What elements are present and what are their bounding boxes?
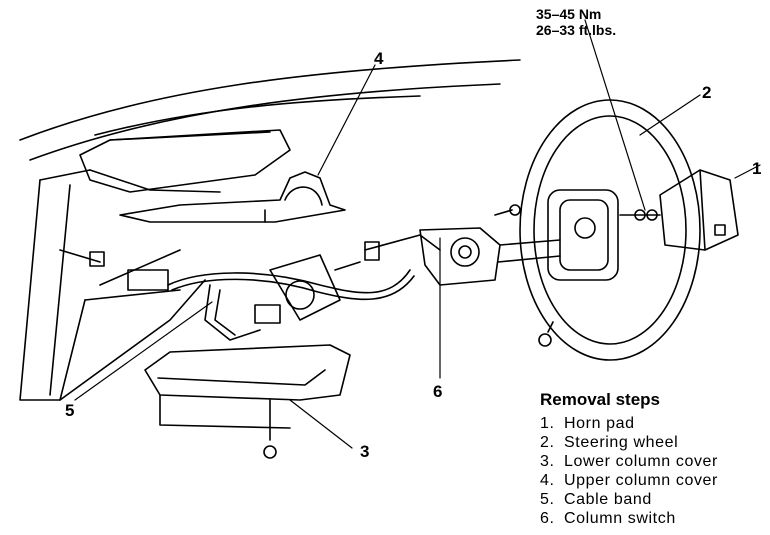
bolts (494, 204, 554, 347)
steering-wheel (519, 99, 701, 361)
step-number: 3. (540, 453, 555, 470)
callout-3: 3 (360, 442, 370, 461)
wiring-harness (59, 249, 415, 341)
dash-panel-box (79, 129, 291, 193)
step-label: Upper column cover (564, 472, 718, 489)
callout-4: 4 (374, 49, 384, 68)
step-number: 6. (540, 510, 555, 527)
removal-step: 4. Upper column cover (540, 471, 718, 490)
step-number: 1. (540, 415, 555, 432)
leader-lines (74, 19, 761, 449)
callout-1: 1 (752, 159, 762, 178)
step-label: Steering wheel (564, 434, 679, 451)
step-label: Cable band (564, 491, 652, 508)
removal-step: 5. Cable band (540, 490, 718, 509)
step-label: Horn pad (564, 415, 635, 432)
removal-steps-list: 1. Horn pad 2. Steering wheel 3. Lower colu… (540, 414, 718, 528)
step-number: 4. (540, 472, 555, 489)
removal-step: 6. Column switch (540, 509, 718, 528)
step-label: Lower column cover (564, 453, 718, 470)
callout-6: 6 (433, 382, 443, 401)
lower-column-cover (144, 344, 351, 459)
removal-steps: Removal steps 1. Horn pad 2. Steering whee… (540, 390, 718, 528)
torque-nm: 35–45 Nm (536, 6, 602, 22)
torque-spec: 35–45 Nm 26–33 ft.lbs. (536, 6, 616, 38)
dashboard (19, 59, 521, 401)
upper-column-cover (119, 171, 346, 223)
removal-step: 1. Horn pad (540, 414, 718, 433)
torque-ftlbs: 26–33 ft.lbs. (536, 22, 617, 38)
step-label: Column switch (564, 510, 676, 527)
removal-steps-title: Removal steps (540, 390, 660, 409)
column-switch (254, 227, 561, 324)
callout-2: 2 (702, 83, 712, 102)
step-number: 5. (540, 491, 555, 508)
removal-step: 2. Steering wheel (540, 433, 718, 452)
step-number: 2. (540, 434, 555, 451)
horn-pad (659, 169, 739, 251)
removal-step: 3. Lower column cover (540, 452, 718, 471)
callout-5: 5 (65, 401, 75, 420)
